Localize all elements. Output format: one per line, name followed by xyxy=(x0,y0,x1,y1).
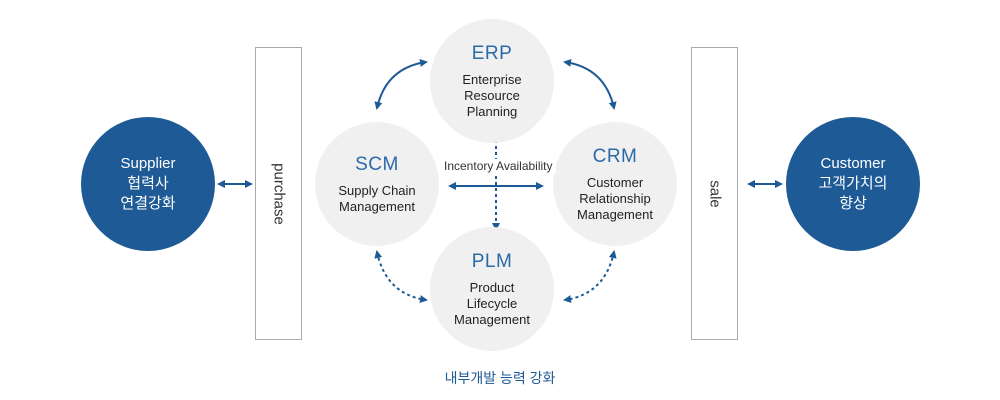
crm-circle: CRM Customer Relationship Management xyxy=(553,122,677,246)
plm-abbr: PLM xyxy=(471,251,513,272)
incentory-availability-label: Incentory Availability xyxy=(441,159,556,173)
crm-line1: Customer xyxy=(586,175,644,190)
erp-line3: Planning xyxy=(466,104,518,119)
sale-bar: sale xyxy=(691,47,738,340)
crm-plm-arrow xyxy=(563,250,617,304)
supplier-line3: 연결강화 xyxy=(120,195,176,212)
scm-erp-arrow xyxy=(374,58,428,110)
supplier-circle: Supplier 협력사 연결강화 xyxy=(81,117,215,251)
customer-line3: 향상 xyxy=(839,195,867,212)
customer-line1: Customer xyxy=(820,155,886,172)
purchase-bar: purchase xyxy=(255,47,302,340)
plm-line3: Management xyxy=(454,312,530,327)
erp-line1: Enterprise xyxy=(462,72,522,87)
supplier-line1: Supplier xyxy=(120,155,176,172)
plm-line2: Lifecycle xyxy=(466,296,518,311)
purchase-label: purchase xyxy=(270,162,287,225)
plm-circle: PLM Product Lifecycle Management xyxy=(430,227,554,351)
erp-abbr: ERP xyxy=(471,43,513,64)
scm-circle: SCM Supply Chain Management xyxy=(315,122,439,246)
erp-crm-arrow xyxy=(563,58,617,110)
crm-abbr: CRM xyxy=(592,146,638,167)
supplier-line2: 협력사 xyxy=(127,175,169,192)
crm-line2: Relationship xyxy=(579,191,651,206)
plm-line1: Product xyxy=(469,280,515,295)
erp-circle: ERP Enterprise Resource Planning xyxy=(430,19,554,143)
scm-plm-arrow xyxy=(374,250,428,304)
crm-line3: Management xyxy=(577,207,653,222)
footer-caption: 내부개발 능력 강화 xyxy=(444,370,556,386)
scm-line2: Management xyxy=(339,199,415,214)
scm-abbr: SCM xyxy=(355,154,399,175)
erp-line2: Resource xyxy=(464,88,520,103)
scm-line1: Supply Chain xyxy=(338,183,416,198)
customer-circle: Customer 고객가치의 향상 xyxy=(786,117,920,251)
sale-label: sale xyxy=(706,179,723,208)
customer-line2: 고객가치의 xyxy=(818,175,888,192)
